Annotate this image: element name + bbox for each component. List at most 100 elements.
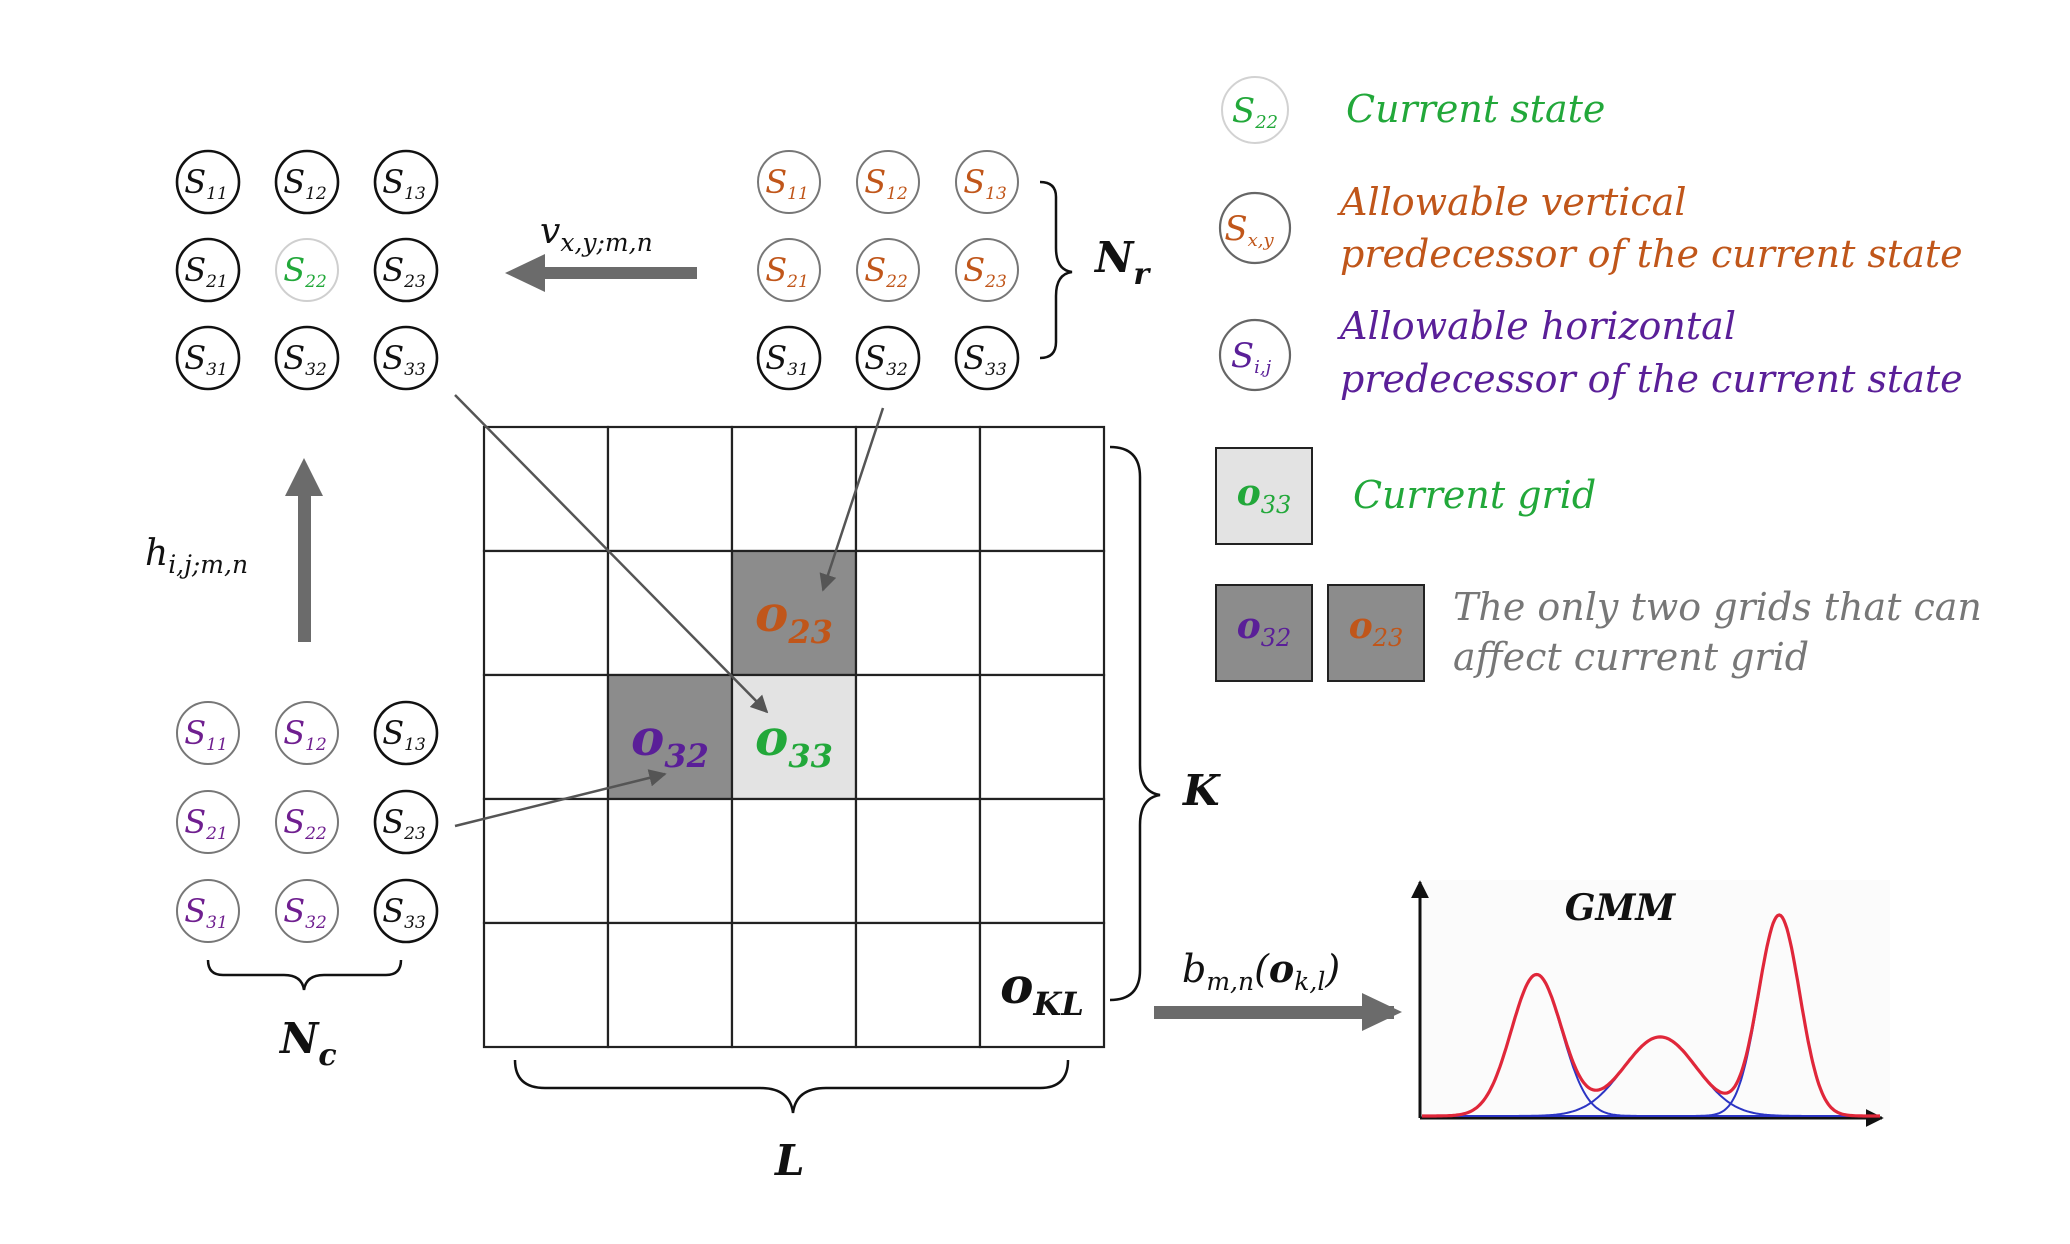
grid-cell: [482, 797, 610, 925]
grid-cell: [978, 797, 1106, 925]
state-label: S33: [382, 892, 426, 933]
grid-cell-label: oKL: [1000, 956, 1084, 1023]
nc-brace: [206, 959, 403, 991]
nc-label: Nc: [278, 1014, 337, 1073]
state-node: S21: [757, 238, 821, 302]
h-transition-arrow: [285, 458, 323, 642]
state-node: S12: [274, 149, 340, 215]
state-label: S32: [283, 339, 327, 380]
state-label: S31: [184, 339, 228, 380]
grid-cell: [606, 921, 734, 1049]
h-label: hi,j;m,n: [145, 533, 248, 579]
state-node: S22: [856, 238, 920, 302]
state-node: S33: [373, 325, 439, 391]
legend-current-grid-text: Current grid: [1353, 473, 1596, 517]
gmm-plot-background: [1420, 880, 1890, 1120]
state-node: S12: [856, 150, 920, 214]
grid-cell: [978, 673, 1106, 801]
state-node: S31: [176, 879, 240, 943]
state-node: S13: [373, 149, 439, 215]
state-label: S13: [382, 714, 426, 755]
legend-affect-line2: affect current grid: [1453, 635, 1809, 679]
v-transition-arrow: [505, 254, 697, 292]
grid-cell: [606, 797, 734, 925]
l-brace: [513, 1059, 1070, 1114]
grid-cell: [854, 425, 982, 553]
grid-cell: [978, 425, 1106, 553]
grid-cell: [978, 549, 1106, 677]
legend-vertical-pred: Sx,y Allowable vertical predecessor of t…: [1218, 180, 1963, 276]
legend-vertical-symbol: Sx,y: [1224, 209, 1274, 251]
legend-current-state-text: Current state: [1346, 87, 1605, 131]
legend-vertical-line2: predecessor of the current state: [1340, 232, 1963, 276]
k-brace: [1109, 445, 1161, 1002]
grid-cell-label: o23: [755, 584, 833, 651]
state-node: S31: [756, 325, 822, 391]
legend-vertical-line1: Allowable vertical: [1337, 180, 1687, 224]
state-label: S33: [382, 339, 426, 380]
state-label: S23: [382, 251, 426, 292]
k-label: K: [1182, 766, 1221, 815]
gmm-plot: GMM: [1411, 880, 1890, 1127]
legend-current-state-symbol: S22: [1232, 91, 1278, 133]
state-label: S12: [283, 163, 327, 204]
b-label: bm,n(ok,l): [1182, 946, 1340, 996]
state-node: S22: [275, 238, 339, 302]
state-node: S21: [175, 237, 241, 303]
state-node: S22: [275, 790, 339, 854]
legend-current-state: S22 Current state: [1221, 76, 1605, 144]
state-node: S23: [373, 789, 439, 855]
gmm-mixture-curve: [1422, 913, 1880, 1118]
state-label: S31: [765, 339, 809, 380]
state-label: S13: [963, 163, 1007, 204]
state-label: S32: [283, 892, 327, 933]
grid-cell: [854, 673, 982, 801]
legend-o32-symbol: o32: [1237, 605, 1292, 652]
state-label: S12: [283, 714, 327, 755]
state-label: S31: [184, 892, 228, 933]
state-node: S32: [274, 325, 340, 391]
gmm-title: GMM: [1565, 887, 1677, 929]
l-label: L: [774, 1136, 805, 1185]
state-node: S21: [176, 790, 240, 854]
nr-label: Nr: [1093, 233, 1151, 292]
state-label: S33: [963, 339, 1007, 380]
legend-horizontal-line1: Allowable horizontal: [1337, 304, 1736, 348]
grid-cell-label: o33: [755, 708, 833, 775]
state-label: S21: [184, 251, 228, 292]
state-label: S13: [382, 163, 426, 204]
grid-cell: [482, 673, 610, 801]
legend: S22 Current state Sx,y Allowable vertica…: [1215, 76, 1982, 682]
state-node: S23: [373, 237, 439, 303]
grid-cell: [482, 921, 610, 1049]
state-node: S32: [275, 879, 339, 943]
state-label: S11: [765, 163, 809, 204]
state-label: S23: [963, 251, 1007, 292]
s23-to-o32-connector: [454, 769, 667, 828]
state-node: S33: [954, 325, 1020, 391]
state-label: S11: [184, 714, 228, 755]
state-label: S22: [283, 803, 327, 844]
state-node: S11: [176, 701, 240, 765]
state-label: S22: [864, 251, 908, 292]
s33-to-o33-connector: [454, 394, 769, 714]
grid-cell: [730, 921, 858, 1049]
legend-affect-grids: o32 o23 The only two grids that can affe…: [1215, 584, 1982, 682]
legend-horizontal-line2: predecessor of the current state: [1340, 357, 1963, 401]
grid-cell: [854, 797, 982, 925]
state-node: S12: [275, 701, 339, 765]
state-label: S21: [184, 803, 228, 844]
state-label: S32: [864, 339, 908, 380]
emission-arrow: [1154, 993, 1402, 1031]
grid-cell: [978, 921, 1106, 1049]
state-node: S23: [955, 238, 1019, 302]
state-node: S11: [175, 149, 241, 215]
state-label: S11: [184, 163, 228, 204]
legend-horizontal-pred: Si,j Allowable horizontal predecessor of…: [1218, 304, 1963, 401]
state-node: S13: [955, 150, 1019, 214]
